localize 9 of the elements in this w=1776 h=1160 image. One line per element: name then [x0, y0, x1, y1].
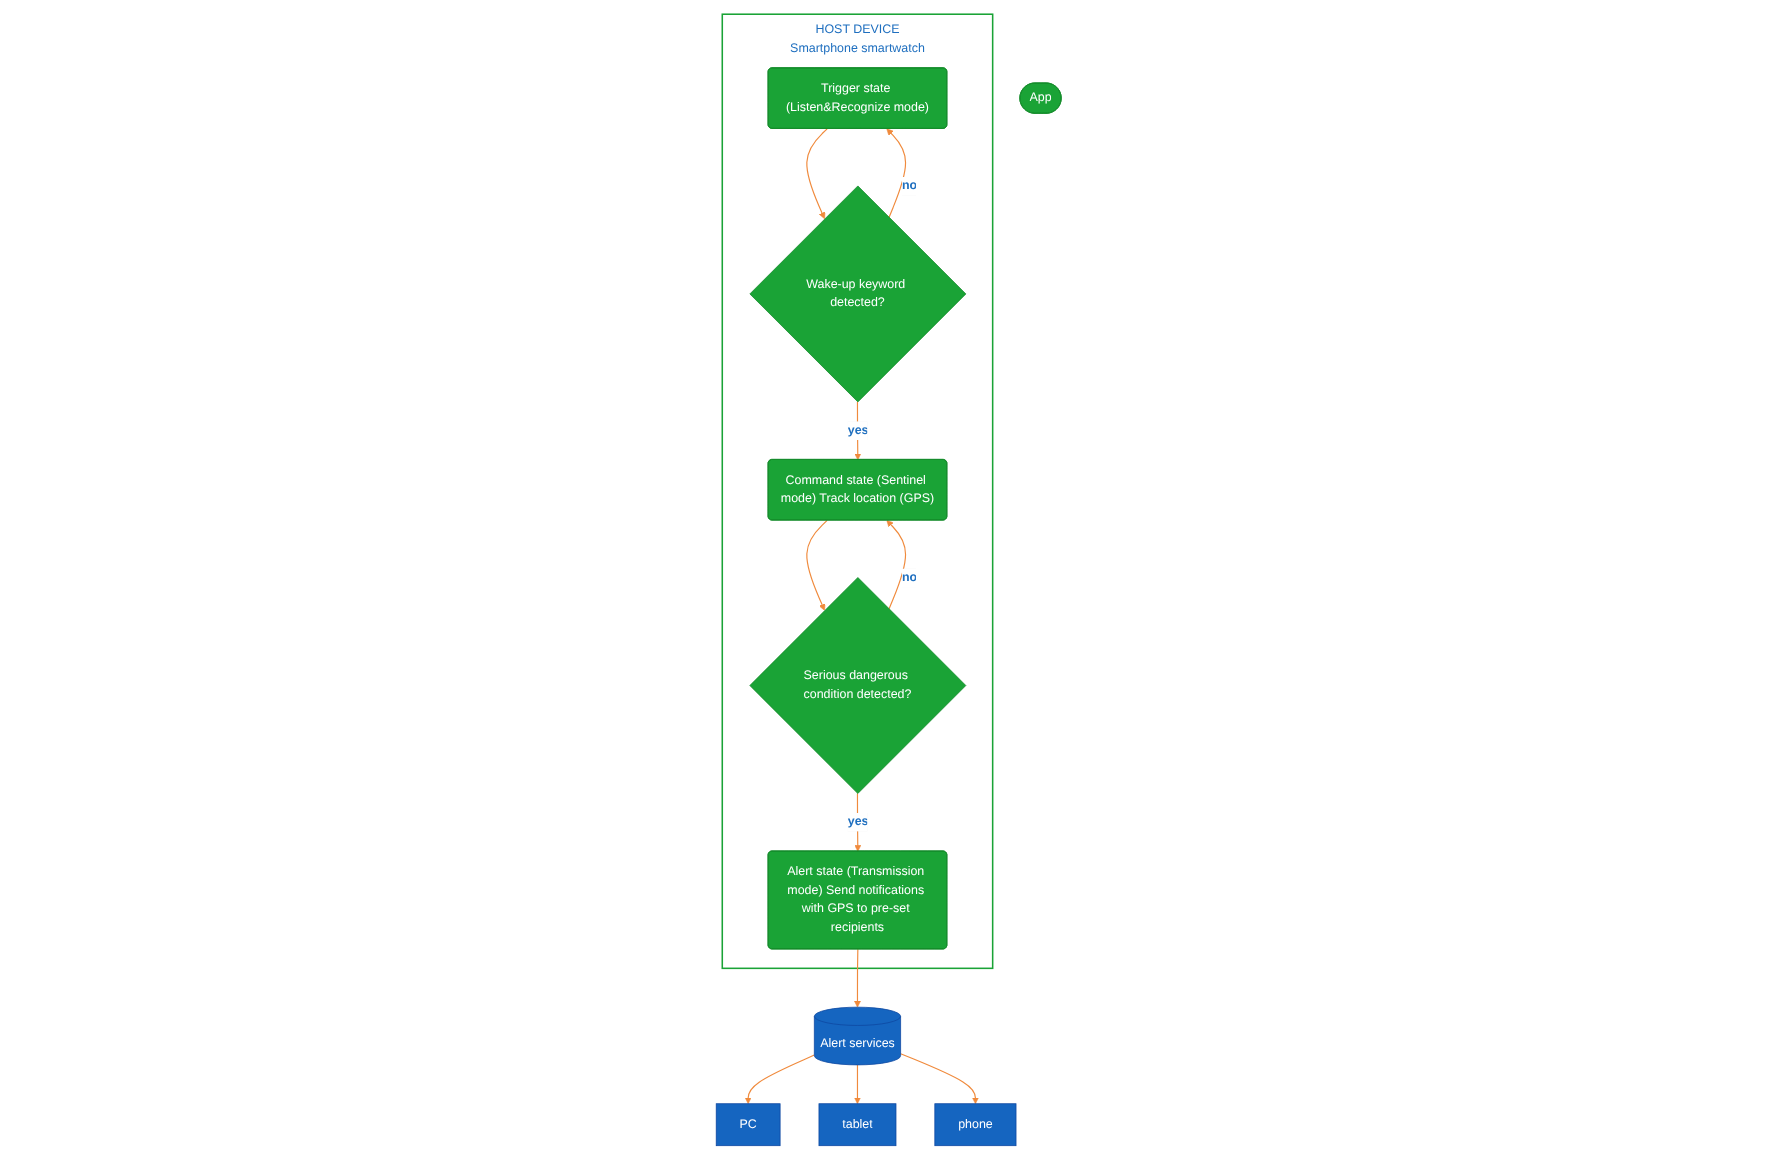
arrow	[744, 1054, 815, 1105]
arrow	[853, 948, 861, 1008]
arrow	[899, 1053, 979, 1105]
arrow	[885, 128, 906, 219]
arrow	[853, 792, 861, 852]
arrow	[805, 128, 828, 220]
arrow	[805, 519, 828, 611]
arrow	[885, 520, 906, 610]
arrow	[853, 1064, 861, 1105]
